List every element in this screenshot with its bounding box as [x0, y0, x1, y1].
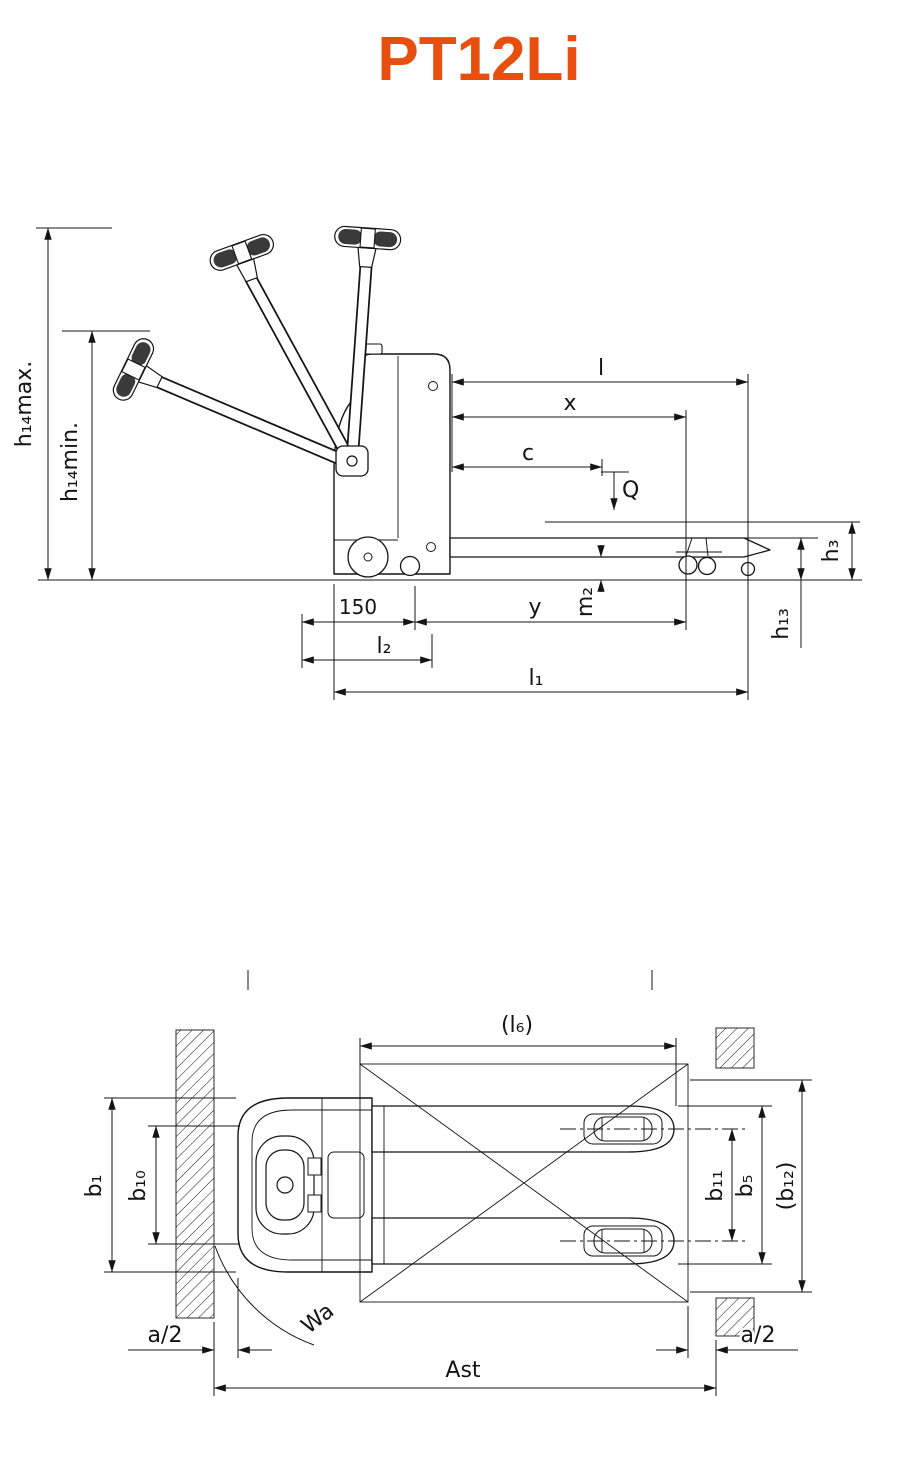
lift-point-lower: [426, 542, 436, 552]
label-l1: l₁: [529, 666, 544, 691]
wall-right-bottom: [715, 1297, 755, 1337]
load-roller-rear: [697, 556, 717, 576]
label-150: 150: [339, 595, 377, 619]
label-x: x: [563, 391, 576, 416]
label-l: l: [598, 356, 604, 381]
label-h3: h₃: [819, 540, 844, 563]
label-c: c: [522, 441, 534, 466]
top-dimensions: [104, 1038, 812, 1396]
side-view: h₁₄max. h₁₄min. l x c Q h₃ 150 y m₂ h₁₃ …: [10, 225, 862, 700]
tiller-arm-lowered: [109, 334, 359, 471]
page-title: PT12Li: [377, 25, 581, 94]
top-view: (l₆) b₁ b₁₀ b₁₁ b₅ (b₁₂) a/2 a/2 Wa Ast: [80, 970, 812, 1396]
label-b12: (b₁₂): [774, 1162, 799, 1211]
label-wa: Wa: [297, 1299, 339, 1340]
side-dimensions: [44, 227, 856, 700]
wheels-side: [347, 536, 421, 578]
label-a2-left: a/2: [148, 1323, 183, 1348]
battery-cover: [327, 1151, 365, 1219]
label-a2-right: a/2: [741, 1323, 776, 1348]
wheel-centerlines: [560, 1128, 746, 1242]
fork-side: [449, 537, 818, 577]
aisle-walls: [175, 1027, 755, 1337]
tiller-top-view: [255, 1135, 322, 1235]
wall-right-top: [715, 1027, 755, 1069]
label-l2: l₂: [377, 634, 392, 659]
label-y: y: [528, 595, 541, 620]
tiller-arms: [109, 225, 402, 477]
label-l6: (l₆): [501, 1013, 533, 1038]
forks-top: [371, 1105, 675, 1265]
label-h13: h₁₃: [769, 608, 794, 640]
truck-body-side: [333, 343, 451, 575]
alignment-ticks: [247, 970, 653, 990]
wall-left: [175, 1029, 215, 1319]
turning-radius-arc: [214, 1245, 315, 1346]
label-b1: b₁: [82, 1175, 107, 1198]
label-h14min: h₁₄min.: [58, 422, 83, 502]
label-b11: b₁₁: [703, 1170, 728, 1202]
tiller-arm-mid: [206, 231, 359, 471]
tiller-pivot: [335, 445, 369, 477]
label-m2: m₂: [573, 587, 598, 617]
label-h14max: h₁₄max.: [12, 361, 37, 448]
label-b10: b₁₀: [126, 1170, 151, 1202]
label-ast: Ast: [445, 1358, 481, 1383]
side-labels: h₁₄max. h₁₄min. l x c Q h₃ 150 y m₂ h₁₃ …: [10, 354, 847, 694]
pallet-envelope: [359, 1063, 689, 1303]
lift-point-upper: [428, 381, 438, 391]
label-b5: b₅: [733, 1175, 758, 1198]
caster-wheel: [399, 555, 421, 577]
tiller-arm-raised: [332, 225, 402, 469]
label-q: Q: [622, 478, 639, 503]
load-roller-front: [678, 555, 698, 575]
